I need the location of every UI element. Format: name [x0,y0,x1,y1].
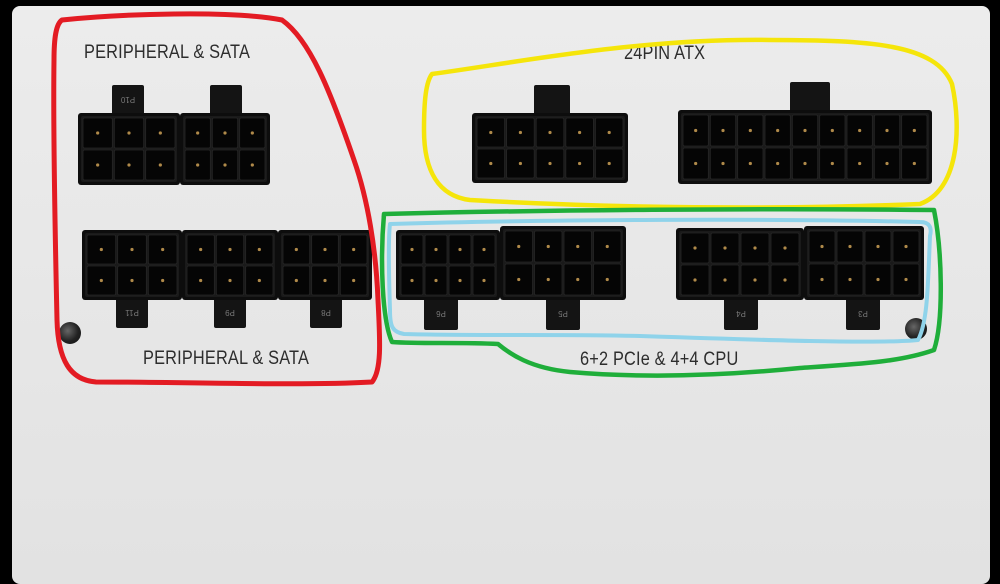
connector-p5-port-label: P5 [558,309,568,318]
atx-24pin-label: 24PIN ATX [624,43,706,64]
pcie-inner-outline [386,217,933,344]
connector-atx-18pin [678,82,932,184]
connector-p8: P8 [278,230,372,328]
connector-p11: P11 [82,230,182,328]
connector-p10-a-port-label: P10 [120,95,135,104]
connector-atx-10pin [472,85,628,183]
connector-p3: P3 [804,226,924,330]
pcie-cpu-label: 6+2 PCIe & 4+4 CPU [580,349,739,370]
connector-p3-port-label: P3 [858,309,868,318]
connector-p9: P9 [182,230,278,328]
connector-p8-port-label: P8 [321,308,331,317]
screw-left [59,322,81,344]
connector-p6: P6 [396,230,500,330]
connector-p5: P5 [500,226,626,330]
peripheral-sata-label-top: PERIPHERAL & SATA [84,42,251,63]
connector-p10-a: P10 [78,85,180,185]
connector-p4-port-label: P4 [736,309,746,318]
pcie-cpu-outline [379,206,943,378]
connector-p4: P4 [676,228,804,330]
connector-p6-port-label: P6 [436,309,446,318]
connector-p10-b [180,85,270,185]
connector-p11-port-label: P11 [125,308,139,317]
peripheral-sata-outline [51,11,383,387]
peripheral-sata-label-bottom: PERIPHERAL & SATA [143,348,310,369]
connector-p9-port-label: P9 [225,308,235,317]
atx-24pin-outline [421,37,959,210]
